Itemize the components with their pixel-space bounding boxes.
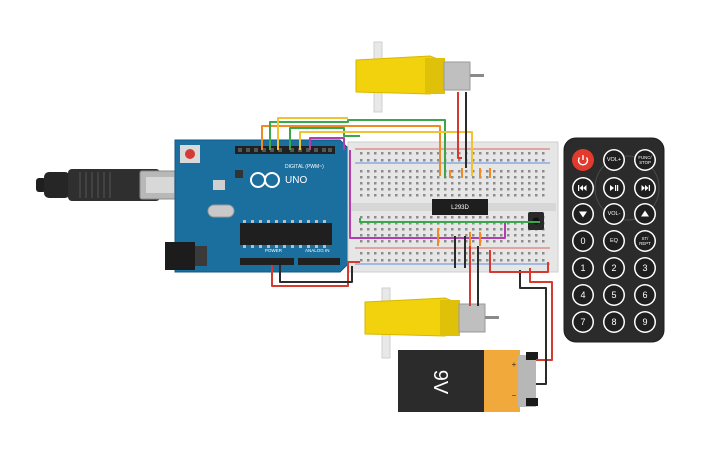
atmega-chip bbox=[240, 223, 332, 245]
remote-button-power[interactable] bbox=[572, 149, 594, 171]
wire-green-ir[interactable] bbox=[359, 218, 540, 223]
wire-battery-black[interactable] bbox=[519, 270, 547, 385]
remote-button-eq[interactable]: EQ bbox=[603, 230, 625, 252]
wire-orange-top[interactable] bbox=[261, 125, 441, 176]
remote-button-func-stop[interactable]: FUNC/STOP bbox=[634, 149, 656, 171]
dc-motor-bottom[interactable] bbox=[364, 287, 499, 359]
remote-button-four[interactable]: 4 bbox=[572, 284, 594, 306]
down-triangle-icon bbox=[579, 211, 587, 218]
wire-motor-top-red[interactable] bbox=[457, 92, 462, 159]
remote-button-six[interactable]: 6 bbox=[634, 284, 656, 306]
remote-button-zero[interactable]: 0 bbox=[572, 230, 594, 252]
dc-power-jack bbox=[165, 242, 195, 270]
remote-button-three[interactable]: 3 bbox=[634, 257, 656, 279]
remote-button-play-pause[interactable] bbox=[603, 177, 625, 199]
remote-button-label: 0 bbox=[580, 236, 585, 246]
battery-label: 9V bbox=[429, 370, 451, 395]
battery-minus-label: − bbox=[512, 391, 517, 400]
power-label: POWER bbox=[265, 248, 283, 253]
wire-purple-long[interactable] bbox=[349, 150, 506, 239]
skip-back-icon bbox=[578, 185, 587, 191]
wire-green-short[interactable] bbox=[289, 127, 360, 150]
wire-5v-red[interactable] bbox=[271, 261, 360, 287]
remote-button-label: VOL+ bbox=[607, 157, 621, 163]
wire-gnd-black[interactable] bbox=[279, 265, 353, 283]
remote-button-five[interactable]: 5 bbox=[603, 284, 625, 306]
wire-yellow-top[interactable] bbox=[299, 131, 473, 176]
ic-label: L293D bbox=[451, 205, 469, 211]
arduino-logo-icon bbox=[250, 172, 280, 188]
remote-button-label: 2 bbox=[611, 263, 616, 273]
remote-button-seven[interactable]: 7 bbox=[572, 311, 594, 333]
digital-header bbox=[235, 146, 335, 154]
dc-motor-top[interactable] bbox=[355, 41, 484, 113]
wire-battery-red[interactable] bbox=[529, 268, 553, 361]
remote-button-label: 7 bbox=[580, 317, 585, 327]
power-header bbox=[240, 258, 294, 265]
wire-green-top[interactable] bbox=[269, 119, 446, 178]
remote-button-label: 4 bbox=[580, 290, 585, 300]
remote-button-label: 1 bbox=[580, 263, 585, 273]
ir-remote[interactable]: VOL+ FUNC/STOP VOL- 0 EQ ST/REPT 1 2 3 4 5 6 7 8 9 bbox=[563, 137, 665, 343]
remote-button-vol-up[interactable]: VOL+ bbox=[603, 149, 625, 171]
breadboard[interactable] bbox=[347, 141, 559, 273]
up-triangle-icon bbox=[641, 210, 649, 217]
digital-label: DIGITAL (PWM~) bbox=[285, 164, 324, 170]
remote-button-label: 8 bbox=[611, 317, 616, 327]
remote-button-one[interactable]: 1 bbox=[572, 257, 594, 279]
remote-button-label: 6 bbox=[642, 290, 647, 300]
battery-plus-label: + bbox=[512, 360, 517, 369]
wire-purple-top[interactable] bbox=[309, 137, 345, 150]
remote-button-label: ST/ bbox=[642, 236, 649, 241]
remote-button-up[interactable] bbox=[634, 203, 656, 225]
power-icon bbox=[577, 155, 589, 166]
remote-button-st-rept[interactable]: ST/REPT bbox=[634, 230, 656, 252]
remote-button-label: 9 bbox=[642, 317, 647, 327]
remote-button-nine[interactable]: 9 bbox=[634, 311, 656, 333]
arduino-uno-board[interactable]: DIGITAL (PWM~) UNO POWER ANALOG IN bbox=[165, 139, 351, 273]
skip-forward-icon bbox=[641, 185, 650, 191]
remote-button-label: VOL- bbox=[608, 211, 621, 217]
usb-cable[interactable] bbox=[36, 169, 181, 201]
remote-button-down[interactable] bbox=[572, 203, 594, 225]
analog-label: ANALOG IN bbox=[305, 248, 330, 253]
remote-button-vol-down[interactable]: VOL- bbox=[603, 203, 625, 225]
analog-header bbox=[298, 258, 340, 265]
play-pause-icon bbox=[610, 185, 619, 191]
uno-logo-text: UNO bbox=[285, 175, 307, 186]
remote-button-label: 3 bbox=[642, 263, 647, 273]
battery-9v[interactable]: 9V + − bbox=[398, 350, 538, 412]
remote-button-label: FUNC/ bbox=[638, 155, 652, 160]
l293d-ic[interactable]: L293D bbox=[432, 199, 488, 215]
remote-button-label: STOP bbox=[639, 160, 651, 165]
remote-button-eight[interactable]: 8 bbox=[603, 311, 625, 333]
wire-yellow-short[interactable] bbox=[277, 117, 348, 150]
wires bbox=[261, 92, 553, 385]
remote-button-label: 5 bbox=[611, 290, 616, 300]
remote-button-label: EQ bbox=[610, 238, 619, 244]
remote-button-two[interactable]: 2 bbox=[603, 257, 625, 279]
remote-button-next[interactable] bbox=[634, 177, 656, 199]
remote-button-label: REPT bbox=[639, 241, 651, 246]
remote-button-prev[interactable] bbox=[572, 177, 594, 199]
